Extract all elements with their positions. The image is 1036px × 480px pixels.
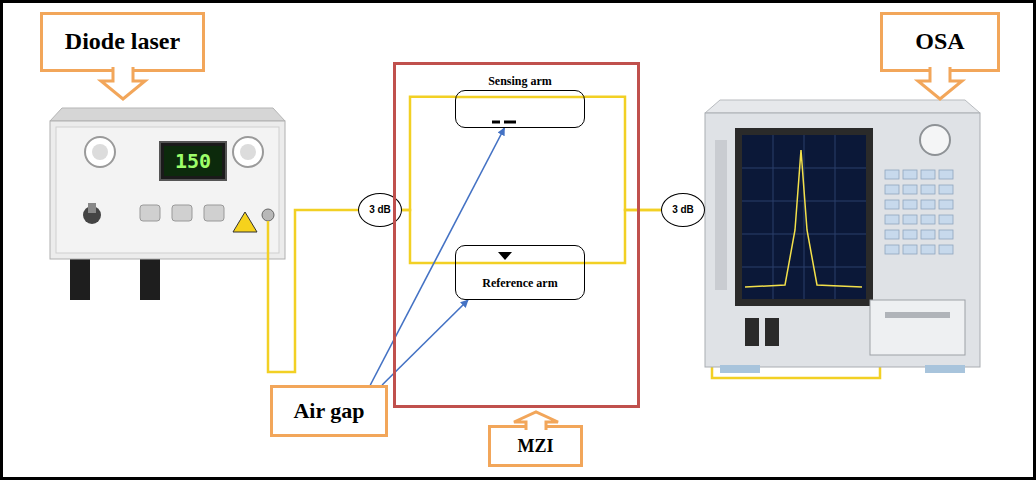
callout-box: Air gap — [270, 385, 388, 437]
coupler-label: 3 dB — [369, 204, 391, 216]
osa-device — [705, 100, 980, 373]
air-gap-mark — [492, 122, 516, 260]
callout-pointer — [514, 412, 558, 428]
laser-device — [50, 108, 285, 300]
coupler-label: 3 dB — [672, 204, 694, 216]
callout-pointer — [101, 69, 145, 99]
callout-label: MZI — [518, 436, 554, 457]
display-reading: 150 — [164, 147, 222, 175]
callout-label: Air gap — [293, 398, 364, 423]
callout-label: Diode laser — [65, 28, 180, 56]
callout-box: MZI — [488, 425, 583, 467]
arm-label: Reference arm — [482, 277, 557, 291]
pointer-arrow — [370, 128, 504, 385]
arm-label: Sensing arm — [436, 75, 604, 89]
callout-box: OSA — [880, 12, 1000, 72]
fiber-line — [455, 262, 585, 265]
fiber-connector — [402, 97, 455, 210]
callout-pointer — [918, 69, 962, 99]
callout-label: OSA — [915, 28, 964, 56]
arm-box: Reference arm — [455, 245, 585, 300]
fiber-line — [268, 210, 358, 372]
mzi-frame: Sensing armReference arm — [393, 62, 640, 408]
fiber-connector — [585, 210, 661, 263]
arm-box: Sensing arm — [455, 90, 585, 128]
fiber-connector — [585, 97, 661, 210]
callout-box: Diode laser — [40, 12, 205, 72]
fiber-line — [455, 96, 585, 99]
coupler-circle: 3 dB — [661, 193, 705, 227]
